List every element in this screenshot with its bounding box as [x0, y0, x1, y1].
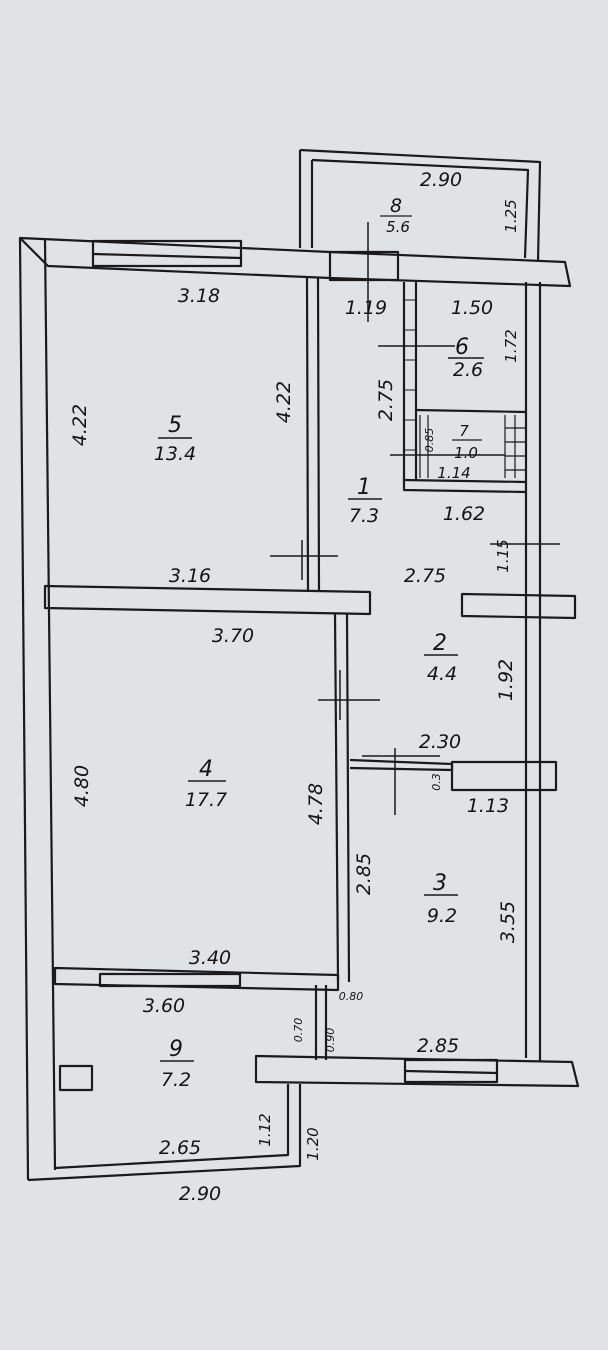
dim-r7-height: 0.85 [423, 428, 436, 453]
dim-r9-depth-a: 1.12 [256, 1113, 274, 1146]
dim-r5-left-height: 4.22 [69, 404, 91, 446]
room-8-area: 5.6 [386, 218, 410, 236]
balcony-top-outer [299, 148, 542, 263]
dim-r5-bottom-width: 3.16 [169, 565, 211, 587]
room-labels: 5 13.4 1 7.3 6 2.6 7 1.0 8 5.6 2 4.4 4 1… [154, 195, 484, 1091]
room-2-number: 2 [433, 631, 447, 656]
window-room3-glass [404, 1069, 498, 1075]
wall-r7-bottom [403, 478, 527, 484]
balcony9-outer [27, 1084, 302, 1182]
window-room5-glass [92, 252, 242, 260]
room-3-area: 9.2 [427, 905, 457, 927]
wall-left-inner [43, 239, 57, 1171]
dim-r1-bottom-width: 1.62 [443, 503, 485, 525]
dim-r9-outer-width: 2.90 [179, 1183, 221, 1205]
room-6-number: 6 [455, 335, 469, 360]
room-5-number: 5 [168, 413, 182, 438]
room-8-number: 8 [390, 195, 402, 217]
dim-door-c: 0.90 [324, 1028, 337, 1053]
balcony9-fixture [58, 1064, 94, 1092]
tile-grid-r7 [419, 415, 526, 478]
room-7-area: 1.0 [454, 444, 478, 462]
dim-door-a: 0.80 [339, 990, 364, 1003]
dim-r2-height: 1.92 [495, 659, 517, 701]
dim-balcony-top-depth: 1.25 [502, 199, 520, 232]
dim-r1-top-width: 1.19 [345, 297, 387, 319]
wall-left-outer [18, 237, 30, 1181]
dim-r4-bottom-width: 3.40 [189, 947, 231, 969]
dim-r4-left-height: 4.80 [71, 765, 93, 807]
dim-r3-bottom-width: 2.85 [417, 1035, 459, 1057]
window-room5 [91, 239, 243, 268]
room-6-area: 2.6 [453, 359, 483, 381]
walls [18, 148, 580, 1182]
dimension-ticks [270, 222, 560, 815]
room-3-number: 3 [433, 871, 447, 896]
dim-r9-inner-width: 2.65 [159, 1137, 201, 1159]
balcony-top-inner [311, 158, 530, 259]
room-4-area: 17.7 [185, 789, 227, 811]
dim-r3-right-height: 3.55 [497, 901, 519, 943]
wall-r4-bottom [53, 966, 340, 992]
wall-r2-r3-left [349, 758, 454, 772]
dim-r2-side-small: 1.15 [494, 539, 512, 572]
wall-r6-r7 [415, 408, 527, 414]
balcony-door [328, 250, 400, 282]
dim-r5-right-height: 4.22 [273, 381, 295, 423]
dim-r9-depth-b: 1.20 [304, 1127, 322, 1160]
dim-r1-height: 2.75 [375, 379, 397, 421]
window-room4-bottom [98, 972, 242, 988]
wall-r5-r1-a [305, 277, 310, 593]
dim-r3-left-height: 2.85 [353, 853, 375, 895]
room-2-area: 4.4 [427, 663, 457, 685]
dim-r6-height: 1.72 [502, 329, 520, 362]
room-5-area: 13.4 [154, 443, 196, 465]
dim-r9-top-width: 3.60 [143, 995, 185, 1017]
dim-r5-width: 3.18 [178, 285, 220, 307]
room-9-area: 7.2 [161, 1069, 191, 1091]
dim-r4-right-height: 4.78 [305, 783, 327, 825]
room-1-area: 7.3 [349, 505, 379, 527]
dim-small-gap: 0.3 [430, 773, 443, 791]
dim-r2-bottom-width: 2.30 [419, 731, 461, 753]
wall-r2-r3 [450, 760, 558, 792]
wall-r2-right-stub [460, 592, 577, 620]
room-1-number: 1 [357, 475, 371, 500]
dim-r4-top-width: 3.70 [212, 625, 254, 647]
dim-door-b: 0.70 [292, 1018, 305, 1043]
room-7-number: 7 [459, 422, 469, 440]
dim-r7-width: 1.14 [437, 464, 470, 482]
room-4-number: 4 [199, 757, 213, 782]
room-9-number: 9 [169, 1037, 183, 1062]
dim-r2-top-width: 2.75 [404, 565, 446, 587]
dim-r6-width: 1.50 [451, 297, 493, 319]
dimension-labels: 2.90 1.25 3.18 4.22 4.22 3.16 1.19 2.75 … [69, 169, 520, 1205]
hatch-r6 [404, 299, 416, 451]
wall-r6-left [402, 282, 527, 494]
wall-r4-right-b [345, 613, 351, 983]
balcony9-inner [54, 1084, 290, 1170]
wall-r4-right-a [333, 613, 340, 981]
wall-r5-r1-b [316, 277, 321, 593]
dim-balcony-top-width: 2.90 [420, 169, 462, 191]
dim-r3-top-width: 1.13 [467, 795, 509, 817]
wall-r5-r4 [43, 584, 372, 616]
